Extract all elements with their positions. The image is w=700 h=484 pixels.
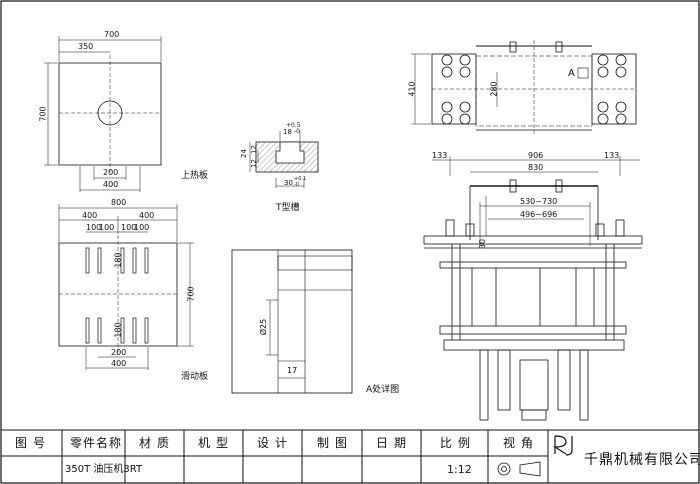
top-view: [411, 40, 637, 136]
dim-slide-slot-spacing-3: 100: [121, 223, 137, 232]
dim-slide-slot-length-bottom: 180: [113, 322, 123, 338]
dim-slide-slot-length-top: 180: [113, 252, 123, 268]
dim-tslot-12b: 12: [249, 159, 258, 168]
dim-slide-slot-spacing-2: 100: [99, 223, 115, 232]
dim-front-left-offset: 133: [432, 151, 448, 160]
dim-tslot-neck-tol-b: -0: [294, 182, 299, 188]
dim-upper-bottom-outer: 400: [103, 180, 119, 189]
dim-slide-height: 700: [186, 286, 196, 302]
dim-detail-diameter: Ø25: [259, 318, 269, 336]
tb-header-scale: 比例: [439, 436, 476, 450]
dim-tslot-top-tol: +0.5: [286, 122, 301, 129]
dim-detail-width: 17: [287, 366, 298, 375]
detail-a-marker: A: [568, 68, 575, 79]
slide-plate-caption: 滑动板: [181, 372, 209, 382]
tb-header-part-name: 零件名称: [69, 436, 122, 450]
dim-front-inner-span: 830: [528, 163, 544, 172]
tb-header-model: 机型: [197, 436, 234, 450]
dim-slide-left: 400: [82, 211, 98, 220]
slide-plate-slots-bottom: [85, 317, 149, 344]
upper-plate-outline: [58, 62, 162, 166]
tb-header-drawing-no: 图号: [14, 436, 51, 450]
dim-slide-slot-spacing-1: 100: [86, 223, 102, 232]
tb-scale-value: 1:12: [447, 463, 472, 476]
dim-slide-right: 400: [139, 211, 155, 220]
tb-header-design: 设计: [256, 436, 293, 450]
dim-front-right-offset: 133: [604, 151, 620, 160]
t-slot-caption: T型槽: [276, 203, 300, 213]
upper-plate-caption: 上热板: [181, 171, 209, 181]
dim-tslot-neck-tol: +0.1: [294, 176, 307, 182]
dim-front-span: 906: [528, 151, 544, 160]
tb-header-material: 材质: [138, 436, 175, 450]
dim-slide-width: 800: [111, 198, 127, 207]
dim-slide-bottom-inner: 200: [111, 348, 127, 357]
dim-front-vertical-30: 30: [478, 238, 488, 250]
dim-upper-width: 700: [104, 30, 120, 39]
company-name: 千鼎机械有限公司: [584, 452, 700, 468]
dim-front-range-a: 530~730: [520, 197, 558, 206]
top-view-bolts: [441, 54, 627, 125]
dim-top-view-outer: 410: [407, 81, 417, 97]
dim-slide-bottom-outer: 400: [111, 359, 127, 368]
dim-front-range-b: 496~696: [520, 210, 558, 219]
detail-a-caption: A处详图: [366, 385, 400, 395]
tb-part-name-value: 350T 油压机3RT: [65, 464, 143, 475]
dim-upper-half: 350: [78, 42, 94, 51]
dim-top-view-inner: 280: [489, 81, 499, 97]
dim-tslot-top-width: 18: [283, 128, 292, 136]
slide-plate-view: [58, 204, 194, 370]
dim-tslot-24: 24: [239, 149, 248, 158]
projection-symbol-icon: [497, 461, 541, 477]
dim-tslot-neck: 30: [284, 179, 293, 187]
detail-a-view: [231, 249, 353, 394]
tb-header-drafting: 制图: [316, 436, 353, 450]
dim-tslot-12a: 12: [249, 145, 258, 154]
upper-plate-view: [44, 36, 162, 192]
title-block: [1, 429, 699, 483]
slide-plate-slots-top: [85, 247, 149, 274]
company-logo-icon: [552, 435, 573, 456]
dim-tslot-top-tol-minus: -0: [294, 128, 300, 135]
t-slot-view: [249, 131, 319, 188]
dim-slide-slot-spacing-4: 100: [134, 223, 150, 232]
front-view: [423, 156, 643, 421]
dim-upper-height: 700: [38, 106, 48, 122]
tb-header-date: 日期: [375, 436, 412, 450]
tb-header-view-angle: 视角: [502, 436, 539, 450]
dim-upper-bottom-inner: 200: [103, 168, 119, 177]
